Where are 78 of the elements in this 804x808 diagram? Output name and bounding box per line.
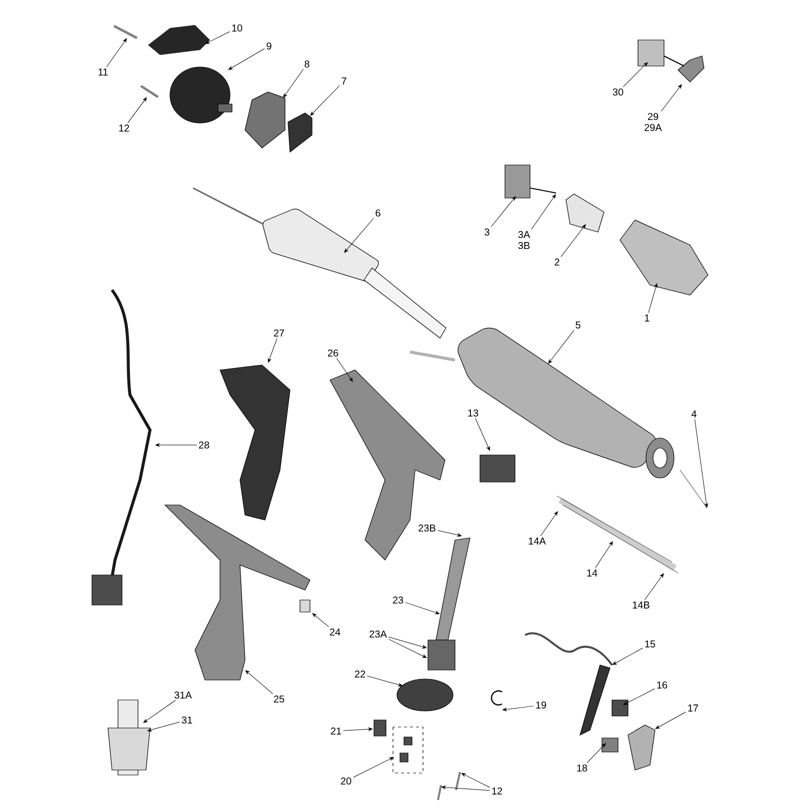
callout-number: 5 bbox=[576, 322, 580, 328]
callout-number: 29 29A bbox=[644, 112, 662, 132]
callout-number: 31A bbox=[174, 691, 192, 699]
leader-line bbox=[405, 602, 440, 614]
leader-line bbox=[106, 38, 127, 68]
callout-number: 25 bbox=[274, 695, 284, 703]
leader-line bbox=[353, 757, 394, 778]
callout-number: 22 bbox=[354, 670, 366, 678]
leader-line bbox=[540, 511, 558, 536]
callout-number: 7 bbox=[342, 78, 346, 84]
leader-line bbox=[623, 688, 655, 705]
callout-number: 19 bbox=[536, 701, 546, 709]
leader-line bbox=[644, 573, 664, 600]
callout-number: 12 bbox=[119, 124, 130, 132]
callout-number: 24 bbox=[330, 628, 340, 636]
callout-number: 1 bbox=[645, 314, 650, 322]
leader-line bbox=[595, 541, 613, 568]
leader-line bbox=[143, 700, 176, 723]
callout-number: 27 bbox=[274, 330, 284, 336]
leader-line bbox=[283, 69, 304, 98]
callout-number: 3A 3B bbox=[518, 230, 530, 250]
leader-line bbox=[343, 728, 373, 731]
leader-line bbox=[648, 283, 658, 314]
leader-line bbox=[548, 330, 574, 364]
leader-line bbox=[490, 196, 516, 228]
leader-line bbox=[437, 530, 462, 537]
leader-line bbox=[268, 338, 278, 363]
callout-number: 9 bbox=[266, 42, 272, 50]
callout-number: 16 bbox=[657, 681, 668, 689]
leader-line bbox=[205, 31, 230, 44]
leader-line bbox=[441, 786, 490, 791]
leader-line bbox=[461, 773, 490, 788]
leader-line bbox=[475, 418, 490, 451]
callout-number: 23 bbox=[392, 596, 404, 604]
leader-line bbox=[623, 62, 648, 88]
callout-number: 14B bbox=[632, 602, 650, 608]
leader-line bbox=[367, 676, 403, 686]
callout-number: 26 bbox=[328, 349, 338, 357]
callout-number: 18 bbox=[577, 764, 588, 772]
callout-number: 11 bbox=[98, 68, 108, 76]
leader-line bbox=[531, 194, 556, 230]
callout-number: 8 bbox=[304, 60, 310, 68]
leader-line bbox=[586, 743, 606, 764]
callout-number: 6 bbox=[376, 209, 380, 217]
callout-number: 12 bbox=[492, 788, 502, 794]
callout-number: 21 bbox=[330, 728, 342, 734]
callout-number: 14A bbox=[528, 538, 546, 544]
callout-number: 23A bbox=[370, 630, 387, 638]
leader-line bbox=[228, 48, 265, 70]
leader-line bbox=[660, 84, 682, 112]
leader-line bbox=[694, 418, 708, 508]
leader-line bbox=[128, 97, 147, 124]
leader-line bbox=[612, 648, 643, 665]
leader-line bbox=[388, 636, 427, 648]
leader-line bbox=[344, 218, 374, 253]
callout-number: 14 bbox=[587, 570, 598, 576]
callout-number: 30 bbox=[612, 88, 624, 96]
callout-number: 20 bbox=[340, 777, 352, 785]
callout-number: 23B bbox=[418, 524, 436, 532]
leader-line bbox=[147, 722, 180, 732]
leader-line bbox=[155, 443, 197, 447]
leader-line bbox=[310, 85, 340, 116]
callout-number: 31 bbox=[182, 716, 192, 724]
callout-number: 15 bbox=[645, 640, 656, 648]
callout-number: 10 bbox=[232, 24, 242, 32]
callout-number: 4 bbox=[691, 410, 696, 418]
leader-line bbox=[388, 638, 427, 658]
callout-number: 13 bbox=[468, 409, 478, 417]
leader-line bbox=[560, 224, 586, 258]
leader-line bbox=[655, 712, 686, 729]
leader-line bbox=[336, 358, 353, 382]
leader-line bbox=[502, 706, 534, 712]
callout-number: 28 bbox=[198, 441, 210, 449]
leader-line bbox=[312, 613, 329, 628]
callout-number: 17 bbox=[688, 704, 698, 712]
callout-number: 2 bbox=[554, 258, 560, 266]
callout-number: 3 bbox=[484, 228, 490, 236]
leader-line bbox=[245, 670, 274, 694]
